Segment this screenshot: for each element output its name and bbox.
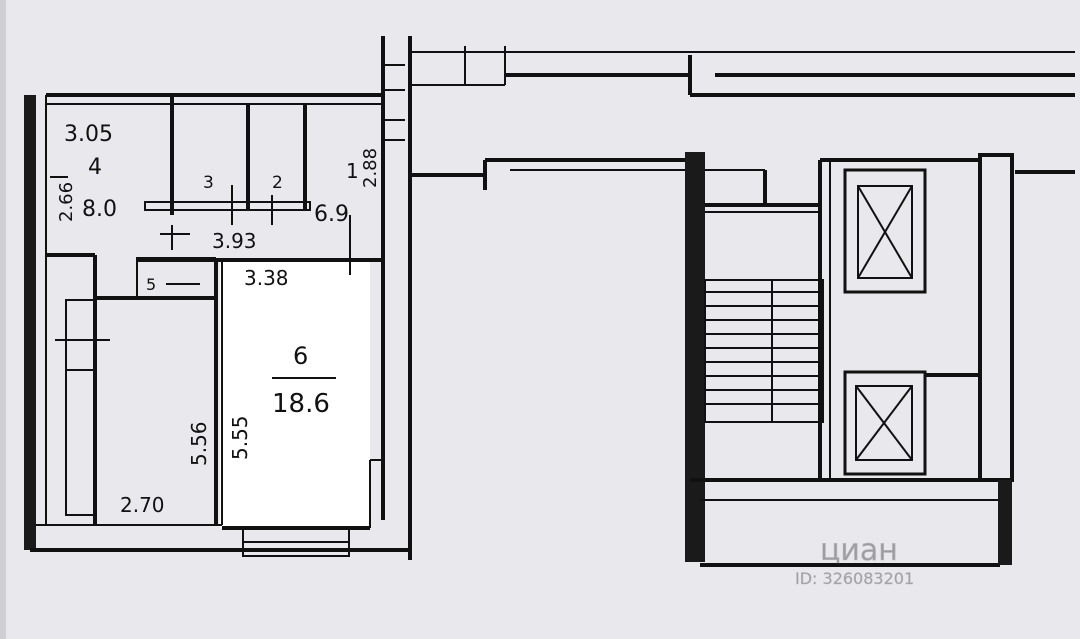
internal-walls bbox=[46, 95, 385, 525]
elevator-shaft-lower bbox=[843, 370, 978, 476]
room-1-number: 1 bbox=[346, 159, 359, 183]
room-2-number: 2 bbox=[272, 173, 283, 193]
room-4-number: 4 bbox=[88, 155, 102, 180]
room-1-dim-side: 2.88 bbox=[360, 148, 381, 188]
room-6-highlight bbox=[220, 262, 370, 527]
apartment-walls bbox=[24, 36, 412, 560]
room-5-number: 5 bbox=[146, 275, 156, 294]
room-labels: 3.05 2.66 4 8.0 3 2 1 2.88 6.9 3.93 5 3.… bbox=[56, 122, 381, 517]
bottom-width: 2.70 bbox=[120, 493, 165, 517]
room-6-area: 18.6 bbox=[272, 389, 330, 419]
room-6-dim-side: 5.55 bbox=[228, 415, 252, 460]
dimension-ticks bbox=[50, 176, 351, 285]
watermark-brand: циан bbox=[820, 533, 898, 568]
room-4-area: 8.0 bbox=[82, 197, 117, 222]
room-6-dim-top: 3.38 bbox=[244, 266, 289, 290]
watermark-id: ID: 326083201 bbox=[795, 569, 914, 588]
building-corridor-walls bbox=[385, 46, 1075, 205]
stairwell bbox=[685, 152, 1014, 567]
watermark: циан ID: 326083201 bbox=[795, 533, 915, 589]
left-room-height: 5.56 bbox=[187, 421, 211, 466]
scan-edge bbox=[0, 0, 6, 639]
elevator-shaft-upper bbox=[843, 168, 927, 294]
room-4-dim-side: 2.66 bbox=[56, 182, 77, 222]
room-1-area: 6.9 bbox=[314, 202, 349, 227]
room-3-number: 3 bbox=[203, 173, 214, 193]
room-6-number: 6 bbox=[293, 342, 308, 370]
room-4-dim-top: 3.05 bbox=[64, 122, 113, 147]
corridor-width: 3.93 bbox=[212, 229, 257, 253]
